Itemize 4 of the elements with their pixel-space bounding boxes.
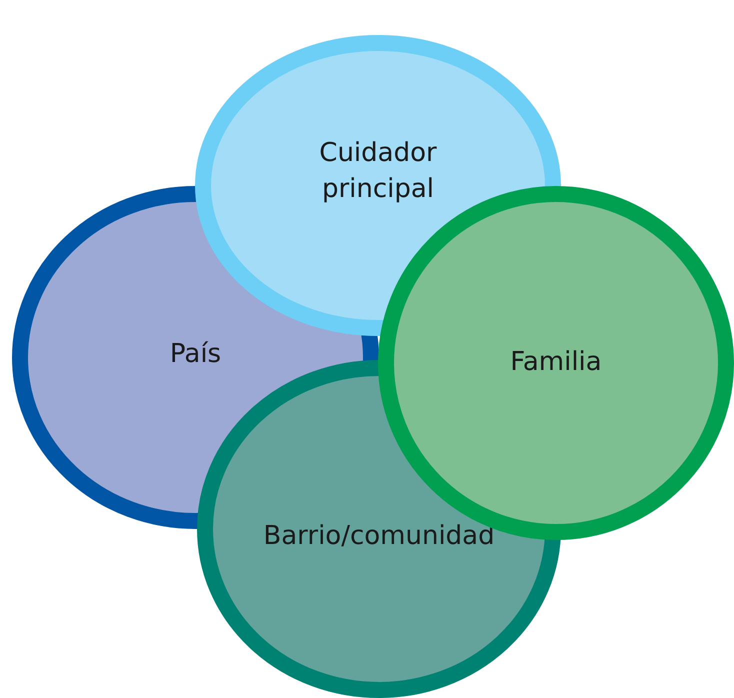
circle-label: Cuidador principal <box>318 137 438 206</box>
circle-label: Familia <box>510 346 602 379</box>
circle-label: País <box>170 338 222 371</box>
circle-label: Barrio/comunidad <box>263 520 495 553</box>
